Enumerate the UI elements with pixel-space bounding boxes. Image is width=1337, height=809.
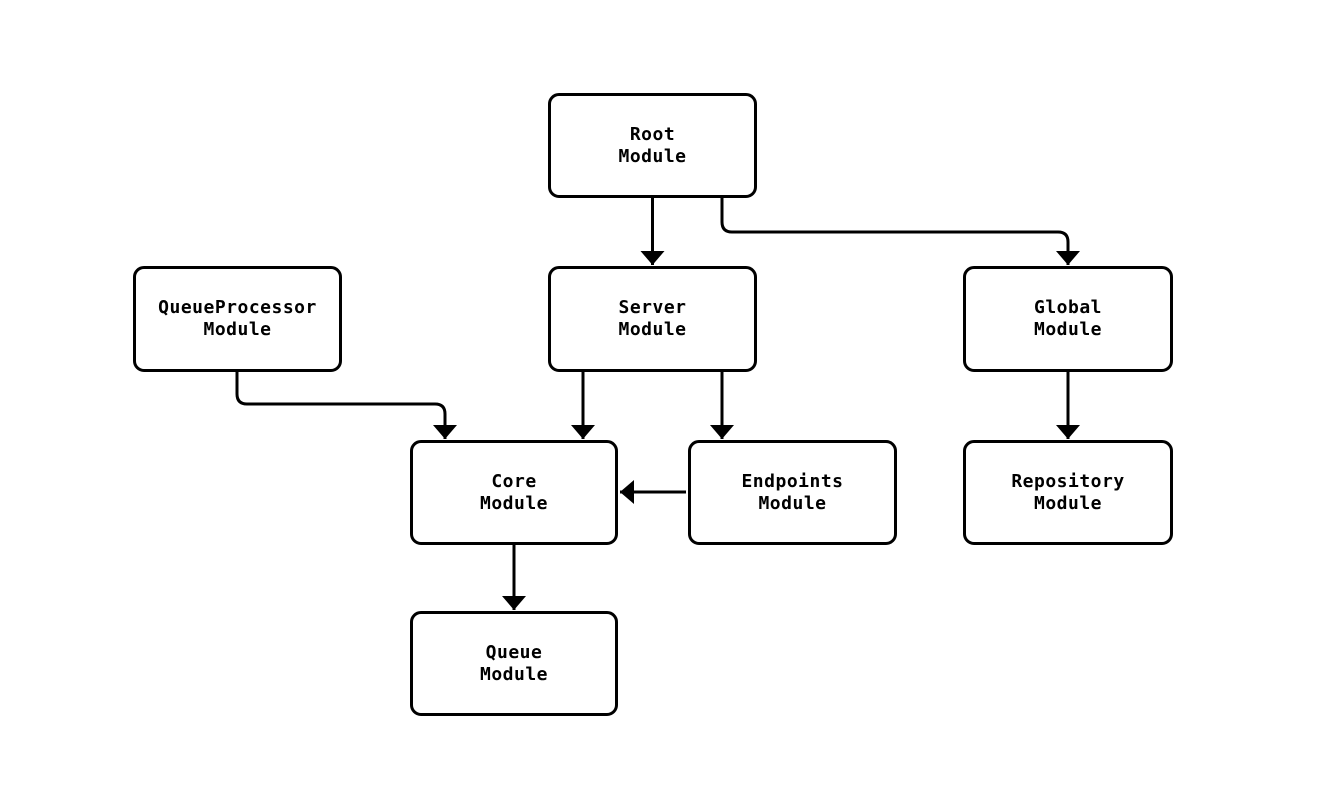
node-root-module-label: Root Module bbox=[618, 123, 687, 167]
node-root-module: Root Module bbox=[548, 93, 757, 198]
edge-queueprocessor-to-core bbox=[235, 370, 457, 439]
node-core-module: Core Module bbox=[410, 440, 618, 545]
node-queue-module: Queue Module bbox=[410, 611, 618, 716]
node-endpoints-module-label: Endpoints Module bbox=[741, 470, 844, 514]
node-queueprocessor-module-label: QueueProcessor Module bbox=[158, 297, 317, 340]
edge-root-to-global bbox=[720, 197, 1080, 265]
node-queue-module-label: Queue Module bbox=[479, 641, 549, 685]
node-endpoints-module: Endpoints Module bbox=[688, 440, 897, 545]
node-global-module-label: Global Module bbox=[1033, 297, 1103, 340]
node-repository-module-label: Repository Module bbox=[1011, 470, 1125, 514]
node-global-module: Global Module bbox=[963, 266, 1173, 372]
node-queueprocessor-module: QueueProcessor Module bbox=[133, 266, 342, 372]
node-server-module-label: Server Module bbox=[618, 297, 687, 340]
node-server-module: Server Module bbox=[548, 266, 757, 372]
node-repository-module: Repository Module bbox=[963, 440, 1173, 545]
node-core-module-label: Core Module bbox=[479, 470, 549, 514]
